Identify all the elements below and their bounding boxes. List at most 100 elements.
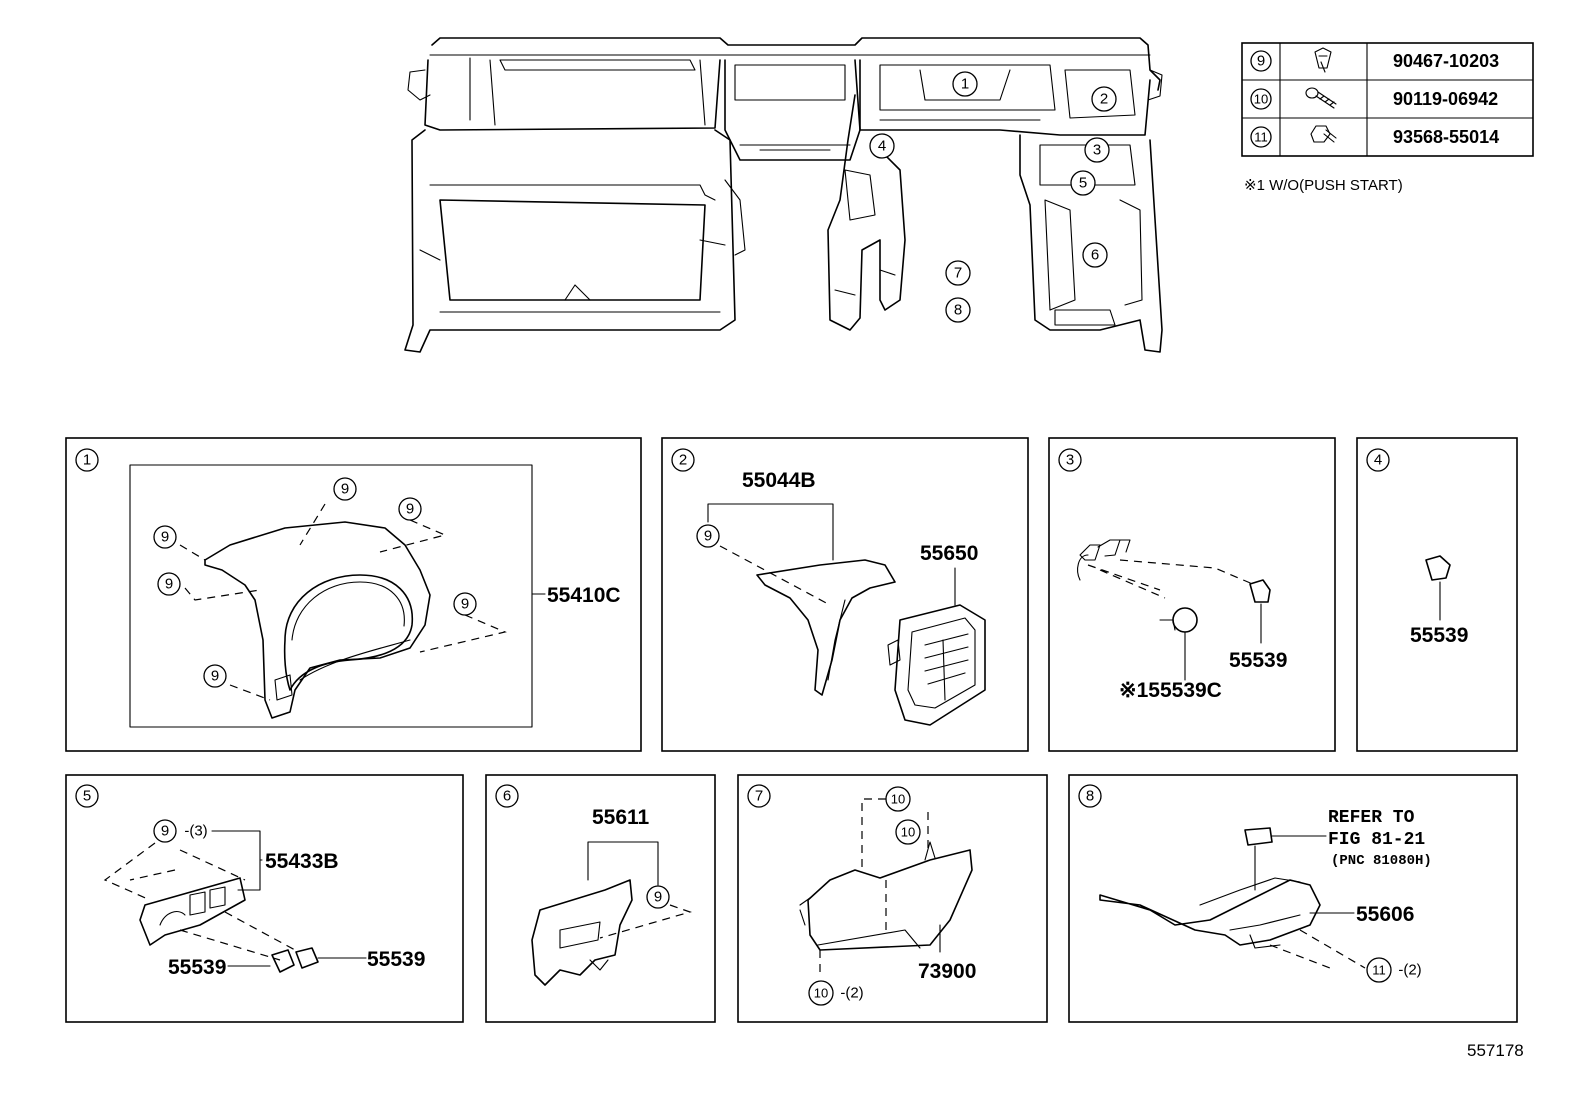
side-register-panel-drawing: [756, 559, 896, 696]
bolt-callout: 11: [1366, 957, 1392, 983]
connector-icon: [1244, 827, 1273, 846]
svg-text:9: 9: [161, 529, 169, 546]
svg-text:9: 9: [654, 889, 662, 906]
cluster-finish-panel-drawing: [204, 521, 431, 719]
overview-callout: 6: [1082, 242, 1108, 268]
svg-text:1: 1: [961, 76, 969, 93]
screw-icon: [1305, 87, 1337, 109]
part-number: 55539: [367, 948, 425, 971]
table-row: 9 90467-10203: [1250, 47, 1499, 73]
air-vent-drawing: [887, 604, 986, 726]
part-number: 55044B: [742, 469, 816, 492]
svg-text:8: 8: [954, 302, 962, 319]
small-bracket-icon: [1425, 555, 1451, 581]
screw-callout: 10: [808, 980, 834, 1006]
part-number: 55650: [920, 542, 978, 565]
svg-text:11: 11: [1372, 963, 1386, 978]
part-number: 55611: [592, 806, 650, 829]
overview-callout: 5: [1070, 170, 1096, 196]
svg-text:9: 9: [211, 668, 219, 685]
svg-text:10: 10: [814, 986, 828, 1001]
panel-number: 3: [1066, 452, 1074, 469]
switch-base-drawing: [139, 877, 246, 946]
table-ref: 10: [1254, 92, 1268, 107]
fastener-table: 9 90467-10203 10 90119-06942 11 93568-55…: [1241, 42, 1534, 157]
panel-number: 5: [83, 788, 91, 805]
part-number: ※155539C: [1119, 679, 1222, 702]
panel-6: 6 55611 9: [485, 774, 716, 1023]
svg-text:9: 9: [341, 481, 349, 498]
screw-callout: 10: [885, 786, 911, 812]
clip-callout: 9: [398, 497, 422, 521]
bolt-icon: [1310, 125, 1337, 143]
refer-line: FIG 81-21: [1328, 830, 1425, 850]
panel-4: 4 55539: [1356, 437, 1518, 752]
svg-text:9: 9: [461, 596, 469, 613]
part-number: 55606: [1356, 903, 1414, 926]
table-row: 11 93568-55014: [1250, 125, 1499, 148]
dashboard-overview: 1 2 3 4 5 6 7 8: [404, 37, 1163, 353]
refer-line: (PNC 81080H): [1331, 853, 1432, 869]
svg-text:6: 6: [1091, 247, 1099, 264]
part-number: 55539: [1410, 624, 1468, 647]
overview-callout: 2: [1091, 86, 1117, 112]
panel-5: 5 9 -(3) 55433B 55539 55539: [65, 774, 464, 1023]
note-text: ※1 W/O(PUSH START): [1244, 177, 1403, 194]
glove-box-drawing: [799, 841, 973, 951]
panel-number: 2: [679, 452, 687, 469]
svg-text:9: 9: [406, 501, 414, 518]
table-row: 10 90119-06942: [1250, 87, 1498, 110]
clip-callout: 9: [646, 885, 670, 909]
overview-callout: 4: [869, 133, 895, 159]
panel-number: 7: [755, 788, 763, 805]
table-ref: 9: [1257, 53, 1265, 70]
panel-3: 3 55539 ※155539C: [1048, 437, 1336, 752]
small-bracket-icon: [271, 947, 319, 973]
quantity-label: -(3): [184, 823, 207, 840]
svg-text:9: 9: [161, 823, 169, 840]
small-bracket-icon: [1249, 579, 1271, 603]
svg-text:5: 5: [1079, 175, 1087, 192]
figure-number: 557178: [1467, 1041, 1524, 1060]
panel-8: 8 REFER TO FIG 81-21 (PNC 81080H) 55606 …: [1068, 774, 1518, 1023]
refer-line: REFER TO: [1328, 808, 1415, 828]
panel-1: 1 9 9 9 9 9 9 55410C: [65, 437, 642, 752]
part-number: 55539: [1229, 649, 1287, 672]
clip-callout: 9: [333, 477, 357, 501]
clip-callout: 9: [696, 524, 720, 548]
panel-number: 8: [1086, 788, 1094, 805]
svg-text:4: 4: [878, 138, 886, 155]
panel-number: 6: [503, 788, 511, 805]
bracket-drawing: [1099, 877, 1321, 949]
clip-callout: 9: [153, 525, 177, 549]
table-part-no: 90467-10203: [1393, 51, 1499, 71]
overview-callout: 3: [1084, 137, 1110, 163]
clip-icon: [1314, 47, 1332, 73]
clip-callout: 9: [153, 819, 177, 843]
push-button-hole-cover-icon: [1159, 607, 1198, 633]
panel-7: 7 10 10 10 -(2) 73900: [737, 774, 1048, 1023]
part-number: 55410C: [547, 584, 621, 607]
part-number: 55433B: [265, 850, 339, 873]
switch-hole-drawing: [1077, 539, 1131, 581]
part-number: 73900: [918, 960, 976, 983]
svg-text:9: 9: [165, 576, 173, 593]
quantity-label: -(2): [840, 985, 863, 1002]
quantity-label: -(2): [1398, 962, 1421, 979]
screw-callout: 10: [895, 819, 921, 845]
overview-callout: 8: [945, 297, 971, 323]
panel-number: 1: [83, 452, 91, 469]
panel-2: 2 55044B 9 55650: [661, 437, 1029, 752]
svg-text:9: 9: [704, 528, 712, 545]
table-part-no: 90119-06942: [1393, 89, 1498, 109]
svg-text:10: 10: [891, 792, 905, 807]
clip-callout: 9: [453, 592, 477, 616]
table-part-no: 93568-55014: [1393, 127, 1499, 147]
overview-callout: 7: [945, 260, 971, 286]
clip-callout: 9: [203, 664, 227, 688]
svg-text:10: 10: [901, 825, 915, 840]
svg-text:2: 2: [1100, 91, 1108, 108]
clip-callout: 9: [157, 572, 181, 596]
svg-text:7: 7: [954, 265, 962, 282]
